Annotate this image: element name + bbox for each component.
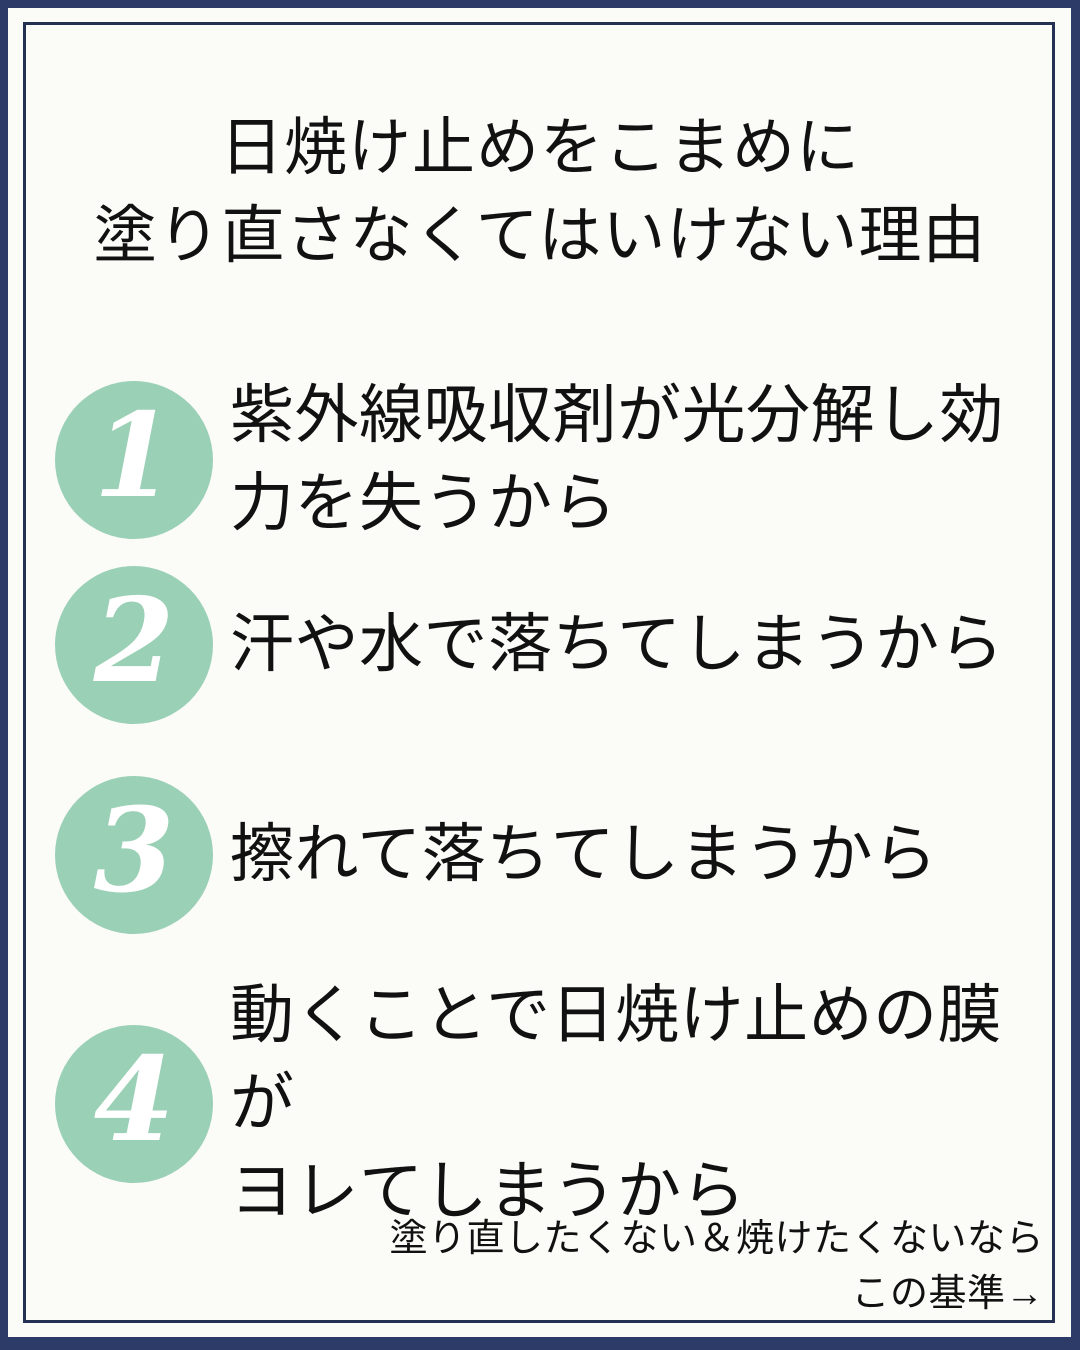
reason-3-text-line1: 擦れて落ちてしまうから <box>230 819 938 890</box>
reason-item-3: 3 擦れて落ちてしまうから <box>55 776 1042 934</box>
reason-4-text-line1: 動くことで日焼け止めの膜が <box>230 980 1003 1139</box>
reason-1-number-badge: 1 <box>55 381 213 539</box>
reason-item-1: 1 紫外線吸収剤が光分解し効 力を失うから <box>55 372 1042 548</box>
reason-4-number-badge: 4 <box>55 1025 213 1183</box>
reason-2-number-badge: 2 <box>55 566 213 724</box>
footer-note-line2: この基準→ <box>851 1273 1044 1315</box>
reason-2-number: 2 <box>93 573 175 709</box>
reason-4-number: 4 <box>93 1032 175 1168</box>
reason-1-number: 1 <box>93 388 175 524</box>
footer-note: 塗り直したくない＆焼けたくないなら この基準→ <box>389 1212 1044 1322</box>
page-title-line1: 日焼け止めをこまめに <box>220 113 860 183</box>
reason-item-2: 2 汗や水で落ちてしまうから <box>55 566 1042 724</box>
reason-1-text: 紫外線吸収剤が光分解し効 力を失うから <box>230 372 1004 548</box>
reason-4-text-line2: ヨレてしまうから <box>230 1156 746 1227</box>
page-title: 日焼け止めをこまめに 塗り直さなくてはいけない理由 <box>30 104 1050 280</box>
reason-4-text: 動くことで日焼け止めの膜が ヨレてしまうから <box>230 972 1042 1236</box>
reason-1-text-line2: 力を失うから <box>230 468 617 539</box>
reason-2-text: 汗や水で落ちてしまうから <box>230 601 1004 689</box>
reason-1-text-line1: 紫外線吸収剤が光分解し効 <box>230 380 1004 451</box>
page-title-line2: 塗り直さなくてはいけない理由 <box>93 201 987 271</box>
reason-3-number: 3 <box>93 783 175 919</box>
reason-2-text-line1: 汗や水で落ちてしまうから <box>230 609 1004 680</box>
footer-note-line1: 塗り直したくない＆焼けたくないなら <box>389 1218 1044 1260</box>
reason-3-number-badge: 3 <box>55 776 213 934</box>
reason-3-text: 擦れて落ちてしまうから <box>230 811 938 899</box>
reason-item-4: 4 動くことで日焼け止めの膜が ヨレてしまうから <box>55 972 1042 1236</box>
